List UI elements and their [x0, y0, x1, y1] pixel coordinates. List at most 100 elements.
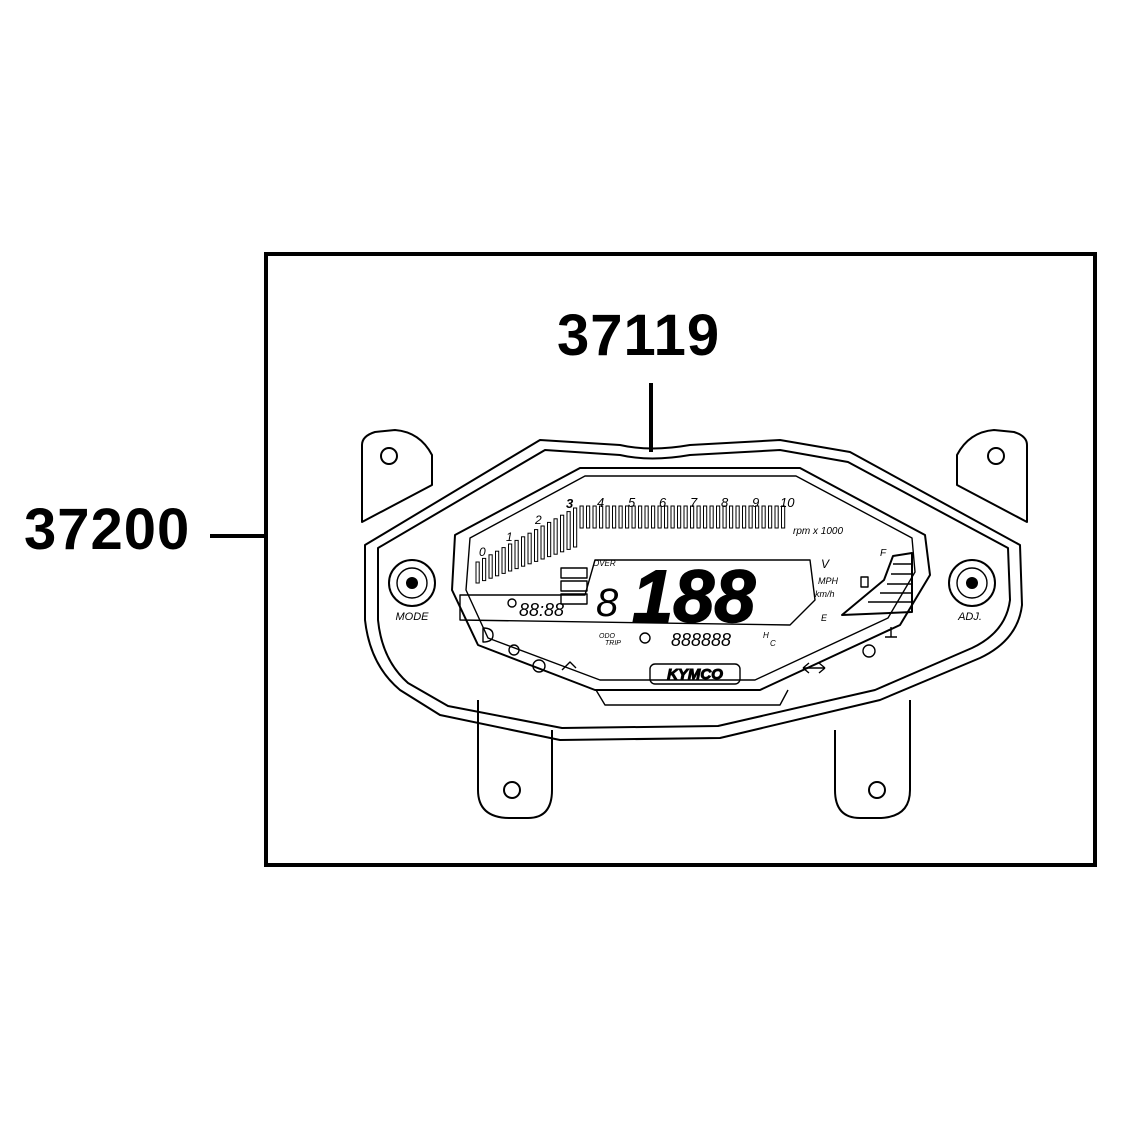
- mode-button-icon: [388, 559, 436, 607]
- rpm-bar-segment: [781, 505, 786, 529]
- rpm-bar-segment: [774, 505, 779, 529]
- top-mounting-ears: [361, 429, 1028, 523]
- rpm-bar-segment: [657, 505, 662, 529]
- temp-hot-label: H: [763, 631, 769, 640]
- rpm-bar-segment: [586, 505, 591, 529]
- brand-plate: [649, 663, 741, 685]
- speed-readout: 188: [632, 555, 756, 638]
- engine-warning-icon: [508, 644, 520, 656]
- gear-indicator: 8: [596, 581, 619, 625]
- assembly-frame: [264, 252, 1097, 867]
- tach-number: 2: [534, 513, 542, 527]
- rpm-bar-segment: [612, 505, 617, 529]
- rpm-bar-segment: [618, 505, 623, 529]
- clock-icon: [507, 598, 517, 608]
- rpm-bar-segment: [488, 554, 493, 579]
- service-icon: [639, 632, 651, 644]
- rpm-bar-graph: [475, 505, 786, 584]
- rpm-bar-segment: [748, 505, 753, 529]
- rpm-bar-segment: [631, 505, 636, 529]
- rpm-bar-segment: [534, 529, 539, 562]
- odo-label: ODO: [599, 633, 616, 640]
- lcd-display: OVER: [459, 559, 816, 626]
- headlight-icon: [482, 627, 494, 643]
- fuel-full-label: F: [880, 548, 887, 559]
- rpm-bar-segment: [677, 505, 682, 529]
- tach-number: 7: [690, 495, 698, 510]
- fuel-pump-icon: [860, 576, 869, 588]
- assembly-callout: 37200: [24, 497, 191, 562]
- rpm-bar-segment: [670, 505, 675, 529]
- rpm-bar-segment: [527, 532, 532, 565]
- fuel-gauge: [841, 552, 913, 616]
- rpm-bar-segment: [755, 505, 760, 529]
- rpm-bar-segment: [566, 511, 571, 550]
- rpm-bar-segment: [599, 505, 604, 529]
- voltage-readout: V: [821, 557, 830, 571]
- clock-readout: 88:88: [519, 600, 564, 620]
- rpm-bar-segment: [651, 505, 656, 529]
- rpm-bar-segment: [690, 505, 695, 529]
- rpm-bar-segment: [729, 505, 734, 529]
- rpm-bar-segment: [495, 550, 500, 577]
- rpm-bar-segment: [579, 505, 584, 529]
- rpm-bar-segment: [625, 505, 630, 529]
- tach-numbers: 0 1 2 3 4 5 6 7 8 9 10: [479, 495, 795, 559]
- bottom-mounting-feet: [477, 700, 911, 819]
- rpm-bar-segment: [716, 505, 721, 529]
- rpm-bar-segment: [547, 521, 552, 558]
- rpm-bar-segment: [703, 505, 708, 529]
- rpm-bar-segment: [592, 505, 597, 529]
- rpm-bar-segment: [664, 505, 669, 529]
- rpm-bar-segment: [722, 505, 727, 529]
- rpm-unit-label: rpm x 1000: [793, 526, 843, 537]
- tach-number: 8: [721, 495, 729, 510]
- turn-arrows-icon: [802, 662, 826, 674]
- rpm-bar-segment: [696, 505, 701, 529]
- temp-warning-icon: [885, 627, 897, 638]
- rpm-bar-segment: [742, 505, 747, 529]
- rpm-bar-segment: [768, 505, 773, 529]
- mode-button-label: MODE: [396, 611, 430, 623]
- tach-number: 6: [659, 495, 667, 510]
- rpm-bar-segment: [761, 505, 766, 529]
- temp-cold-label: C: [770, 639, 776, 648]
- rpm-bar-segment: [560, 514, 565, 553]
- tach-number: 10: [780, 495, 795, 510]
- rpm-bar-segment: [521, 536, 526, 567]
- abs-warning-icon: [532, 659, 546, 673]
- turn-signal-icon: [561, 661, 577, 671]
- meter-housing: [364, 439, 1023, 741]
- trip-label: TRIP: [605, 640, 621, 647]
- tach-number: 3: [566, 496, 574, 511]
- odometer-readout: 888888: [671, 630, 731, 650]
- rpm-bar-segment: [482, 557, 487, 582]
- rpm-bar-segment: [553, 518, 558, 555]
- tach-number: 0: [479, 545, 486, 559]
- status-label: OVER: [593, 559, 616, 568]
- rpm-bar-segment: [573, 507, 578, 548]
- rpm-bar-segment: [638, 505, 643, 529]
- rpm-bar-segment: [501, 547, 506, 574]
- rpm-bar-segment: [514, 539, 519, 570]
- tach-number: 1: [506, 530, 513, 544]
- rpm-bar-segment: [644, 505, 649, 529]
- rpm-bar-segment: [540, 525, 545, 560]
- rpm-bar-segment: [683, 505, 688, 529]
- brand-logo: KYMCO: [667, 666, 723, 683]
- adj-button-icon: [948, 559, 996, 607]
- rpm-bar-segment: [508, 543, 513, 572]
- tach-number: 5: [628, 495, 636, 510]
- oil-warning-icon: [862, 644, 876, 658]
- adj-button-label: ADJ.: [957, 611, 982, 623]
- rpm-bar-segment: [605, 505, 610, 529]
- rpm-bar-segment: [735, 505, 740, 529]
- tach-number: 4: [597, 495, 604, 510]
- speed-unit-kmh: km/h: [815, 589, 835, 599]
- fuel-empty-label: E: [821, 613, 828, 623]
- tach-number: 9: [752, 495, 759, 510]
- rpm-bar-segment: [475, 561, 480, 584]
- rpm-bar-segment: [709, 505, 714, 529]
- lens-callout: 37119: [557, 303, 721, 368]
